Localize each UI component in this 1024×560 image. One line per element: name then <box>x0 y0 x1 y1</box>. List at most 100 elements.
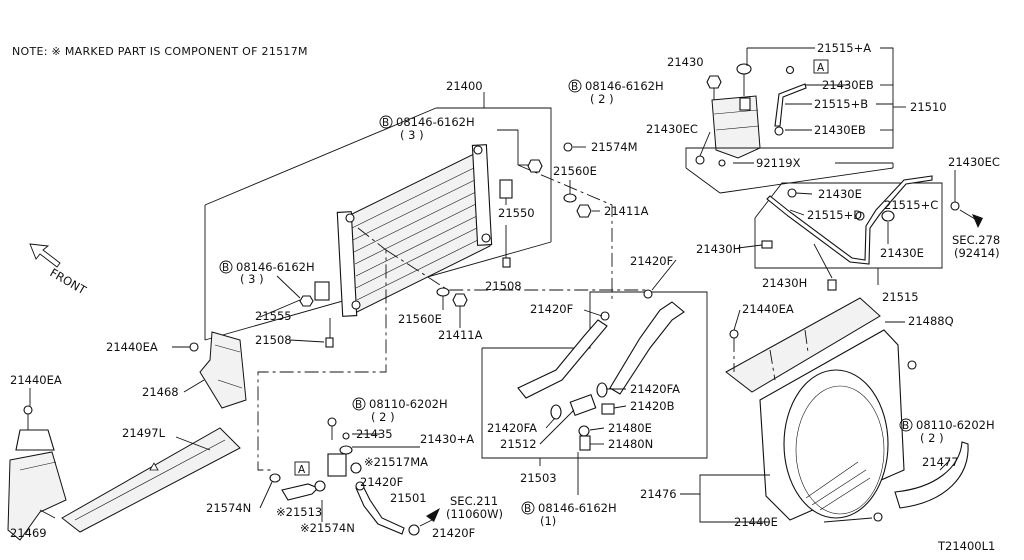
label-21515C: 21515+C <box>884 198 938 212</box>
label-qty3-top: ( 3 ) <box>400 128 424 142</box>
label-21430: 21430 <box>667 55 704 69</box>
fan-shroud-dash <box>733 329 809 381</box>
fan-shroud-leaders <box>680 321 905 523</box>
grommet-21574M <box>563 142 586 152</box>
label-21469: 21469 <box>10 526 47 540</box>
reservoir-tank <box>706 63 761 159</box>
label-21420F-bottom: 21420F <box>432 526 475 540</box>
label-21476: 21476 <box>640 487 677 501</box>
label-21440E: 21440E <box>734 515 778 529</box>
mount-21560E-bottom <box>436 287 450 310</box>
reservoir-hose-21515B <box>774 65 807 136</box>
drain-21508-left <box>325 337 334 348</box>
circle-b-icon: B <box>899 418 913 432</box>
label-21411A-right: 21411A <box>604 204 649 218</box>
label-21497L: 21497L <box>122 426 166 440</box>
label-qty2-right: ( 2 ) <box>920 431 944 445</box>
circle-b-icon: B <box>219 260 233 274</box>
label-21430A: 21430+A <box>420 432 474 446</box>
label-21420F-top: 21420F <box>630 254 673 268</box>
label-21420B: 21420B <box>630 399 675 413</box>
label-21488Q: 21488Q <box>908 314 954 328</box>
label-21430H-1: 21430H <box>696 242 741 256</box>
svg-text:B: B <box>355 399 362 411</box>
bolt-21411A-bottom <box>452 293 468 328</box>
label-qty3-left: ( 3 ) <box>240 272 264 286</box>
part-labels: B 08146-6162H ( 3 ) 21574M 21560E 21550 … <box>10 41 1000 553</box>
label-sec278: SEC.278 <box>952 233 1000 247</box>
reservoir-leaders <box>685 47 906 194</box>
drain-cock-21508-right <box>502 225 511 268</box>
label-21508-left: 21508 <box>255 333 292 347</box>
label-21574N-left: 21574N <box>206 501 251 515</box>
label-21430EB-2: 21430EB <box>814 123 866 137</box>
label-21503: 21503 <box>520 471 557 485</box>
panel-21497L <box>61 427 241 533</box>
label-21550: 21550 <box>498 206 535 220</box>
label-21430EC-left: 21430EC <box>646 122 698 136</box>
label-21420FA-right: 21420FA <box>630 382 680 396</box>
label-21501: 21501 <box>390 491 427 505</box>
label-b08146-res: 08146-6162H <box>585 79 664 93</box>
label-21440EA-right: 21440EA <box>742 302 794 316</box>
label-21515B: 21515+B <box>814 97 868 111</box>
screw-92119X <box>718 159 726 167</box>
front-arrow-icon <box>29 243 61 268</box>
circle-b-icon: B <box>568 79 582 93</box>
svg-text:B: B <box>524 503 531 515</box>
label-92414: (92414) <box>954 246 1000 260</box>
label-21435: 21435 <box>356 427 393 441</box>
label-21411A-bottom: 21411A <box>438 328 483 342</box>
water-outlet-21517MA <box>327 417 420 477</box>
lower-hose-21501 <box>355 481 433 536</box>
hose-21515-box <box>754 170 981 291</box>
deflector-21469 <box>7 405 67 541</box>
label-21508-right: 21508 <box>485 279 522 293</box>
hose-21513 <box>269 473 326 522</box>
label-qty1-bottom: (1) <box>540 514 556 528</box>
label-21515: 21515 <box>882 290 919 304</box>
svg-text:B: B <box>902 420 909 432</box>
label-b08146-bottom: 08146-6162H <box>538 501 617 515</box>
bolt-left-icon <box>276 275 331 340</box>
label-21574N-bottom: ※21574N <box>300 521 355 535</box>
svg-text:B: B <box>382 117 389 129</box>
label-21560E-bottom: 21560E <box>398 312 442 326</box>
label-21430E-2: 21430E <box>880 246 924 260</box>
label-qty2-center: ( 2 ) <box>371 410 395 424</box>
sec-arrow-icon <box>972 214 983 228</box>
label-21420F-center: 21420F <box>360 475 403 489</box>
svg-text:A: A <box>298 464 306 476</box>
bolt-icon <box>497 129 543 173</box>
circle-b-icon: B <box>521 501 535 515</box>
label-b08110-right: 08110-6202H <box>916 418 995 432</box>
label-21468: 21468 <box>142 385 179 399</box>
label-21513: ※21513 <box>276 505 322 519</box>
label-21440EA-left: 21440EA <box>106 340 158 354</box>
fan-shroud <box>725 297 917 522</box>
label-21555: 21555 <box>255 309 292 323</box>
label-21420FA-left: 21420FA <box>487 421 537 435</box>
hose-21503-box <box>481 291 708 466</box>
label-21560E-right: 21560E <box>553 164 597 178</box>
label-21477: 21477 <box>922 455 959 469</box>
hose-joint-21512 <box>550 382 615 495</box>
label-21515D: 21515+D <box>807 208 862 222</box>
note-text: NOTE: ※ MARKED PART IS COMPONENT OF 2151… <box>12 45 308 58</box>
shroud-21477 <box>894 441 969 509</box>
label-b08110-center: 08110-6202H <box>369 397 448 411</box>
label-21440EA-far-left: 21440EA <box>10 373 62 387</box>
label-21480E: 21480E <box>608 421 652 435</box>
label-21515A: 21515+A <box>817 41 871 55</box>
label-21420F-mid: 21420F <box>530 302 573 316</box>
diagram-id: T21400L1 <box>937 539 995 553</box>
radiator-core <box>336 144 493 317</box>
bracket-21550 <box>499 179 513 205</box>
leader-lines <box>29 192 951 519</box>
label-b08146-top: 08146-6162H <box>396 115 475 129</box>
circle-b-icon: B <box>352 397 366 411</box>
box-a-icon: A <box>813 59 829 74</box>
label-21512: 21512 <box>500 437 537 451</box>
bracket-21468 <box>189 331 247 409</box>
